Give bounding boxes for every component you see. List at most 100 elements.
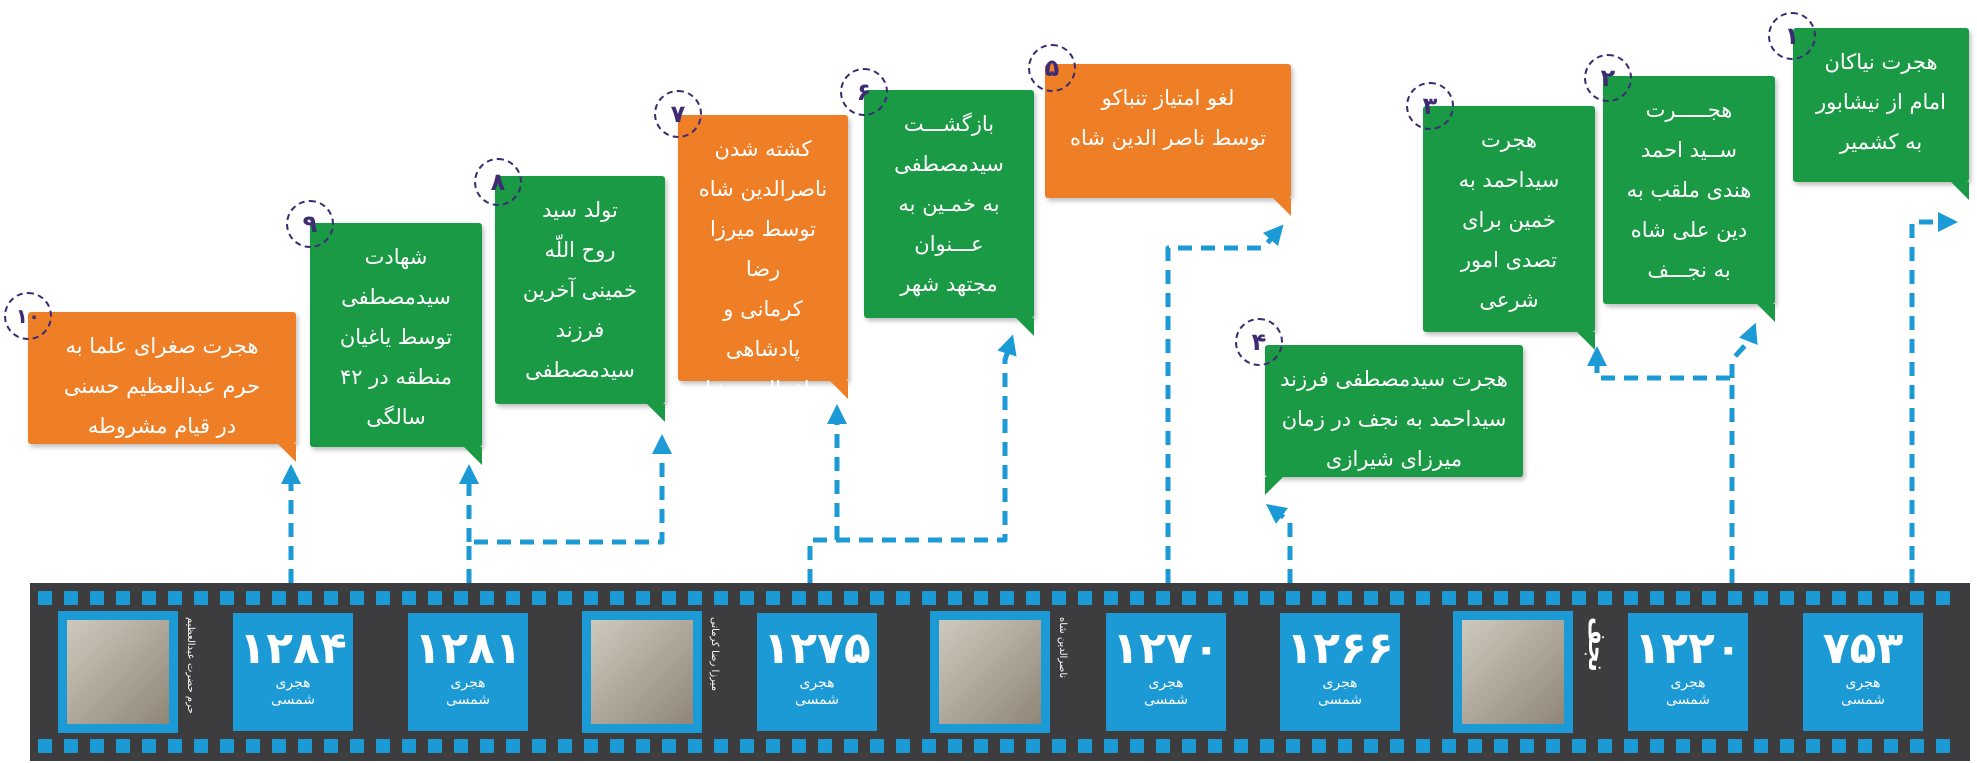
- film-hole: [116, 739, 130, 753]
- film-hole: [272, 739, 286, 753]
- card-tail: [278, 444, 296, 462]
- film-hole: [1702, 739, 1716, 753]
- film-hole: [1728, 591, 1742, 605]
- photo-najaf: نجف: [1453, 611, 1611, 733]
- film-hole: [1442, 739, 1456, 753]
- film-hole: [38, 739, 52, 753]
- year-frame-1266: ۱۲۶۶ هجری شمسی: [1280, 613, 1400, 731]
- film-hole: [896, 739, 910, 753]
- event-number-2: ۲: [1584, 54, 1632, 102]
- event-text-8: تولد سید روح اللّه خمینی آخرین فرزند سید…: [522, 198, 638, 382]
- film-hole: [1234, 739, 1248, 753]
- event-text-1: هجرت نیاکان امام از نیشابور به کشمیر: [1816, 50, 1946, 154]
- film-hole: [1936, 739, 1950, 753]
- year-unit-1: هجری: [275, 675, 311, 691]
- event-number-3: ۳: [1406, 82, 1454, 130]
- film-hole: [1052, 739, 1066, 753]
- year-unit-1: هجری: [1845, 675, 1881, 691]
- film-hole: [376, 739, 390, 753]
- film-hole: [792, 739, 806, 753]
- year-frame-1275: ۱۲۷۵ هجری شمسی: [757, 613, 877, 731]
- year-frame-753: ۷۵۳ هجری شمسی: [1803, 613, 1923, 731]
- film-hole: [1286, 739, 1300, 753]
- year-value: ۷۵۳: [1822, 623, 1904, 674]
- photo-abdul-azim-shrine: حرم حضرت عبدالعظیم: [58, 611, 196, 733]
- film-hole: [532, 739, 546, 753]
- year-frame-1281: ۱۲۸۱ هجری شمسی: [408, 613, 528, 731]
- year-unit-1: هجری: [450, 675, 486, 691]
- film-hole: [844, 739, 858, 753]
- film-hole: [1780, 739, 1794, 753]
- film-hole: [610, 591, 624, 605]
- film-hole: [246, 591, 260, 605]
- film-hole: [532, 591, 546, 605]
- card-tail: [647, 404, 665, 422]
- year-frame-1284: ۱۲۸۴ هجری شمسی: [233, 613, 353, 731]
- film-hole: [402, 739, 416, 753]
- year-value: ۱۲۷۵: [763, 623, 871, 674]
- film-hole: [1546, 739, 1560, 753]
- card-tail: [1951, 182, 1969, 200]
- connector-2: [1587, 346, 1735, 583]
- film-hole: [844, 591, 858, 605]
- film-hole: [792, 591, 806, 605]
- film-hole: [1806, 739, 1820, 753]
- event-card-3: هجرت سیداحمد به خمین برای تصدی امور شرعی: [1423, 106, 1595, 350]
- event-number-5: ۵: [1028, 44, 1076, 92]
- photo-caption: نجف: [1583, 617, 1611, 672]
- film-hole: [1598, 591, 1612, 605]
- film-hole: [64, 591, 78, 605]
- film-hole: [1390, 739, 1404, 753]
- film-hole: [1364, 739, 1378, 753]
- film-hole: [974, 591, 988, 605]
- film-hole: [1468, 591, 1482, 605]
- film-hole: [714, 591, 728, 605]
- event-number-10: ۱۰: [4, 292, 52, 340]
- film-hole: [1494, 739, 1508, 753]
- connector-8: [466, 434, 672, 583]
- shrine-image: [1462, 620, 1564, 724]
- film-hole: [324, 591, 338, 605]
- film-hole: [90, 739, 104, 753]
- event-card-4: هجرت سیدمصطفی فرزند سیداحمد به نجف در زم…: [1265, 345, 1523, 495]
- event-card-2: هجـــــرت ســید احمد هندی ملقب به دین عل…: [1603, 76, 1775, 322]
- film-hole: [870, 739, 884, 753]
- film-hole: [1806, 591, 1820, 605]
- film-hole: [1312, 739, 1326, 753]
- card-tail: [1265, 477, 1283, 495]
- film-hole: [298, 591, 312, 605]
- shrine-image: [67, 620, 169, 724]
- event-number-6: ۶: [840, 68, 888, 116]
- film-hole: [714, 739, 728, 753]
- film-hole: [1156, 591, 1170, 605]
- film-hole: [662, 591, 676, 605]
- film-hole: [1676, 739, 1690, 753]
- event-card-8: تولد سید روح اللّه خمینی آخرین فرزند سید…: [495, 176, 665, 422]
- event-card-5: لغو امتیاز تنباکو توسط ناصر الدین شاه: [1045, 64, 1291, 216]
- event-text-9: شهادت سیدمصطفی توسط یاغیان منطقه در ۴۲ س…: [339, 245, 453, 429]
- film-hole: [662, 739, 676, 753]
- film-hole: [142, 739, 156, 753]
- film-hole: [1936, 591, 1950, 605]
- film-hole: [636, 739, 650, 753]
- film-hole: [454, 739, 468, 753]
- film-hole: [1650, 739, 1664, 753]
- film-hole: [1260, 591, 1274, 605]
- film-hole: [350, 739, 364, 753]
- year-unit-1: هجری: [1670, 675, 1706, 691]
- film-hole: [818, 739, 832, 753]
- film-hole: [324, 739, 338, 753]
- event-text-3: هجرت سیداحمد به خمین برای تصدی امور شرعی: [1458, 128, 1560, 312]
- film-hole: [1650, 591, 1664, 605]
- film-hole: [1858, 739, 1872, 753]
- film-hole: [220, 739, 234, 753]
- film-hole: [1910, 739, 1924, 753]
- film-hole: [194, 591, 208, 605]
- event-text-4: هجرت سیدمصطفی فرزند سیداحمد به نجف در زم…: [1280, 367, 1508, 471]
- film-hole: [584, 591, 598, 605]
- film-strip: ۷۵۳ هجری شمسی ۱۲۲۰ هجری شمسی نجف ۱۲۶۶ هج…: [30, 583, 1970, 761]
- film-hole: [64, 739, 78, 753]
- film-hole: [766, 591, 780, 605]
- film-hole: [1624, 739, 1638, 753]
- film-hole: [1208, 739, 1222, 753]
